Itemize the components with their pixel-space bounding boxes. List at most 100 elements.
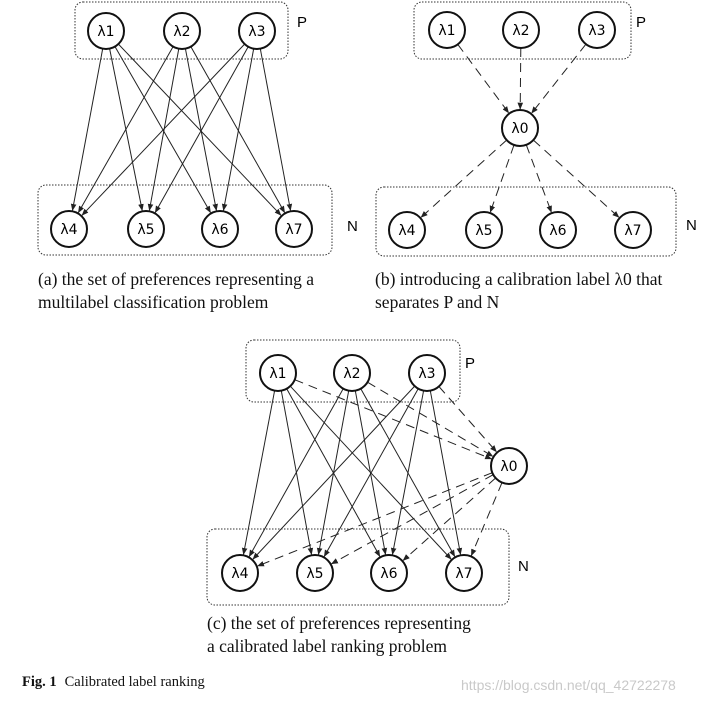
edge-c-top2-to-calibration xyxy=(367,381,494,457)
caption-c: (c) the set of preferences representing … xyxy=(207,612,471,658)
edge-c-top3-to-bottom6 xyxy=(390,390,425,555)
node-a-lambda5: λ5 xyxy=(127,210,165,248)
edge-c-top3-to-calibration xyxy=(438,386,497,453)
set-N-label-a: N xyxy=(347,218,358,235)
edge-a-top3-to-bottom7 xyxy=(259,48,293,211)
node-a-lambda7-label: λ7 xyxy=(285,222,302,238)
node-b-lambda3: λ3 xyxy=(578,11,616,49)
node-c-lambda4: λ4 xyxy=(221,554,259,592)
edge-c-calibration-to-bottom5 xyxy=(330,474,494,565)
node-c-lambda5: λ5 xyxy=(296,554,334,592)
node-b-lambda7: λ7 xyxy=(614,211,652,249)
edge-b-calibration-to-bottom7 xyxy=(533,139,620,218)
node-a-lambda5-circle xyxy=(127,210,165,248)
figure-caption-text: Calibrated label ranking xyxy=(64,674,205,690)
node-c-lambda7-circle xyxy=(445,554,483,592)
edge-a-top3-to-bottom4 xyxy=(81,43,245,216)
edge-b-top1-to-calibration xyxy=(457,44,510,114)
set-P-label-a: P xyxy=(297,14,307,31)
node-c-lambda1-label: λ1 xyxy=(269,366,286,382)
node-a-lambda6-circle xyxy=(201,210,239,248)
node-b-lambda1-circle xyxy=(428,11,466,49)
set-N-label-b: N xyxy=(686,217,697,234)
edge-c-top1-to-calibration xyxy=(294,379,493,460)
node-c-lambda2: λ2 xyxy=(333,354,371,392)
node-a-lambda1: λ1 xyxy=(87,12,125,50)
node-a-lambda5-label: λ5 xyxy=(137,222,154,238)
edge-c-top3-to-bottom4 xyxy=(252,385,416,560)
node-a-lambda7: λ7 xyxy=(275,210,313,248)
caption-a: (a) the set of preferences representing … xyxy=(38,268,314,314)
node-c-lambda3-label: λ3 xyxy=(418,366,435,382)
node-c-lambda6: λ6 xyxy=(370,554,408,592)
caption-c-line2: a calibrated label ranking problem xyxy=(207,636,448,656)
node-a-lambda3: λ3 xyxy=(238,12,276,50)
node-b-lambda6-label: λ6 xyxy=(549,223,566,239)
caption-c-line1: (c) the set of preferences representing xyxy=(207,613,471,633)
node-a-lambda3-label: λ3 xyxy=(248,24,265,40)
edges-a xyxy=(70,43,293,216)
set-N-box-c xyxy=(206,528,510,606)
figure-caption-label: Fig. 1 xyxy=(22,674,57,690)
edges-c xyxy=(241,379,503,567)
node-c-lambda6-label: λ6 xyxy=(380,566,397,582)
node-b-lambda0-circle xyxy=(501,109,539,147)
node-b-lambda3-label: λ3 xyxy=(588,23,605,39)
node-b-lambda2: λ2 xyxy=(502,11,540,49)
node-b-lambda2-label: λ2 xyxy=(512,23,529,39)
node-b-lambda7-circle xyxy=(614,211,652,249)
node-b-lambda4-label: λ4 xyxy=(398,223,415,239)
edge-c-top2-to-bottom6 xyxy=(354,390,388,555)
edge-c-top3-to-bottom7 xyxy=(429,390,463,555)
watermark-text: https://blog.csdn.net/qq_42722278 xyxy=(461,677,676,693)
node-c-lambda0: λ0 xyxy=(490,447,528,485)
edge-b-top2-to-calibration xyxy=(517,47,524,110)
node-a-lambda2-circle xyxy=(163,12,201,50)
edge-c-calibration-to-bottom4 xyxy=(257,472,493,567)
node-a-lambda6: λ6 xyxy=(201,210,239,248)
edge-b-top3-to-calibration xyxy=(531,43,587,114)
edge-b-calibration-to-bottom6 xyxy=(525,144,552,213)
node-b-lambda4: λ4 xyxy=(388,211,426,249)
node-c-lambda4-circle xyxy=(221,554,259,592)
node-b-lambda7-label: λ7 xyxy=(624,223,641,239)
node-c-lambda5-circle xyxy=(296,554,334,592)
node-c-lambda2-circle xyxy=(333,354,371,392)
set-P-box-b xyxy=(413,1,632,60)
set-N-box-a xyxy=(37,184,333,256)
edges-b xyxy=(420,43,620,218)
node-a-lambda2-label: λ2 xyxy=(173,24,190,40)
edge-b-calibration-to-bottom5 xyxy=(489,144,515,213)
node-b-lambda5-circle xyxy=(465,211,503,249)
edge-a-top2-to-bottom4 xyxy=(77,46,174,214)
node-b-lambda6-circle xyxy=(539,211,577,249)
node-b-lambda2-circle xyxy=(502,11,540,49)
set-N-box-b xyxy=(375,186,677,257)
caption-a-line2: multilabel classification problem xyxy=(38,292,269,312)
node-b-lambda5: λ5 xyxy=(465,211,503,249)
set-N-label-c: N xyxy=(518,558,529,575)
node-a-lambda2: λ2 xyxy=(163,12,201,50)
caption-b-line1: (b) introducing a calibration label λ0 t… xyxy=(375,269,663,289)
figure-caption: Fig. 1 Calibrated label ranking xyxy=(22,674,205,691)
caption-b: (b) introducing a calibration label λ0 t… xyxy=(375,268,662,314)
node-c-lambda7-label: λ7 xyxy=(455,566,472,582)
node-a-lambda3-circle xyxy=(238,12,276,50)
node-b-lambda0: λ0 xyxy=(501,109,539,147)
edge-c-calibration-to-bottom7 xyxy=(470,482,503,557)
edge-a-top1-to-bottom4 xyxy=(70,48,104,211)
node-c-lambda0-label: λ0 xyxy=(500,459,517,475)
node-c-lambda6-circle xyxy=(370,554,408,592)
node-b-lambda5-label: λ5 xyxy=(475,223,492,239)
node-c-lambda1: λ1 xyxy=(259,354,297,392)
node-a-lambda7-circle xyxy=(275,210,313,248)
set-P-label-b: P xyxy=(636,14,646,31)
node-c-lambda3: λ3 xyxy=(408,354,446,392)
node-c-lambda1-circle xyxy=(259,354,297,392)
edge-a-top3-to-bottom5 xyxy=(154,46,249,214)
